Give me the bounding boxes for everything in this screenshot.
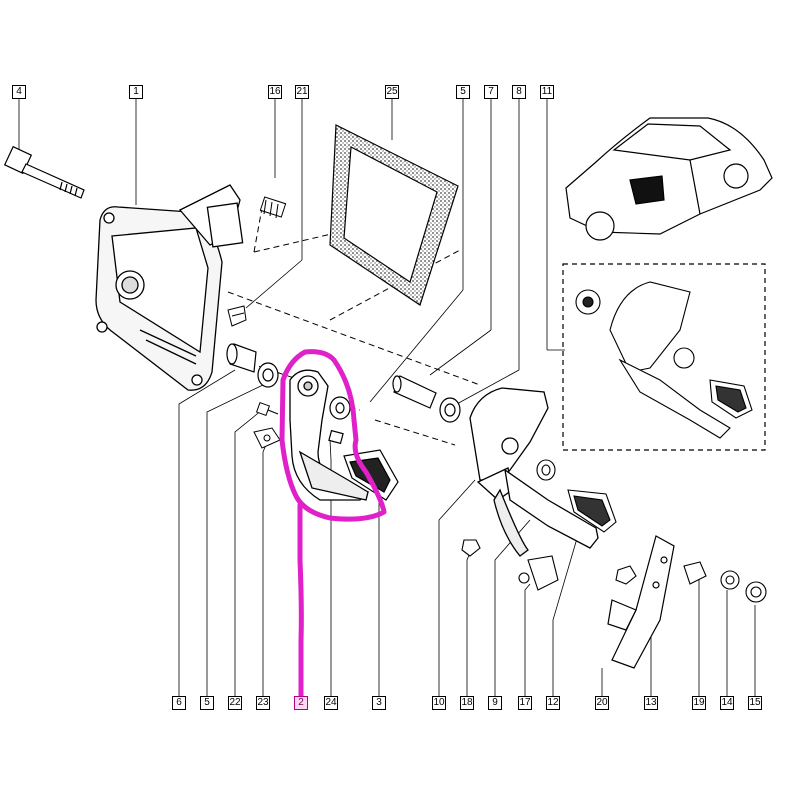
label-22: 22	[228, 696, 242, 710]
label-4: 4	[12, 85, 26, 99]
bushing-24	[328, 396, 351, 445]
pedal-9-assembly	[469, 387, 599, 557]
label-21: 21	[295, 85, 309, 99]
label-9: 9	[488, 696, 502, 710]
car-outline-icon	[565, 117, 773, 241]
label-1: 1	[129, 85, 143, 99]
bushing-8	[439, 397, 461, 423]
bolt-4	[3, 145, 85, 199]
clip-23	[253, 427, 281, 449]
top-leader-lines	[18, 99, 565, 406]
pedal-assembly-inset-icon	[575, 281, 753, 439]
label-2-highlighted: 2	[294, 696, 308, 710]
label-11: 11	[540, 85, 554, 99]
bottom-leader-lines	[178, 369, 756, 696]
label-16: 16	[268, 85, 282, 99]
label-14: 14	[720, 696, 734, 710]
label-19: 19	[692, 696, 706, 710]
label-8: 8	[512, 85, 526, 99]
clip-21	[227, 305, 247, 327]
label-10: 10	[432, 696, 446, 710]
bushing-6	[226, 343, 257, 373]
clip-16	[259, 196, 287, 219]
mounting-plate-1	[95, 184, 244, 391]
label-5-top: 5	[456, 85, 470, 99]
pedal-2	[289, 369, 370, 501]
pin-7	[392, 375, 437, 409]
label-6: 6	[172, 696, 186, 710]
label-24: 24	[324, 696, 338, 710]
label-25: 25	[385, 85, 399, 99]
label-5-bottom: 5	[200, 696, 214, 710]
bushing-18	[461, 459, 556, 557]
label-15: 15	[748, 696, 762, 710]
bracket-13	[607, 535, 675, 669]
bushing-5	[257, 362, 279, 388]
pedal-pad-12	[567, 489, 617, 533]
label-23: 23	[256, 696, 270, 710]
label-18: 18	[460, 696, 474, 710]
label-17: 17	[518, 696, 532, 710]
label-20: 20	[595, 696, 609, 710]
label-7: 7	[484, 85, 498, 99]
label-12: 12	[546, 696, 560, 710]
gasket-25	[329, 124, 459, 306]
bolt-22	[255, 401, 279, 417]
inset-frame	[562, 263, 766, 451]
label-3: 3	[372, 696, 386, 710]
fasteners-19-14-15	[683, 561, 767, 603]
bracket-17	[518, 555, 559, 591]
highlight-marker-part-2	[279, 349, 387, 703]
nut-20	[615, 565, 637, 585]
label-13: 13	[644, 696, 658, 710]
